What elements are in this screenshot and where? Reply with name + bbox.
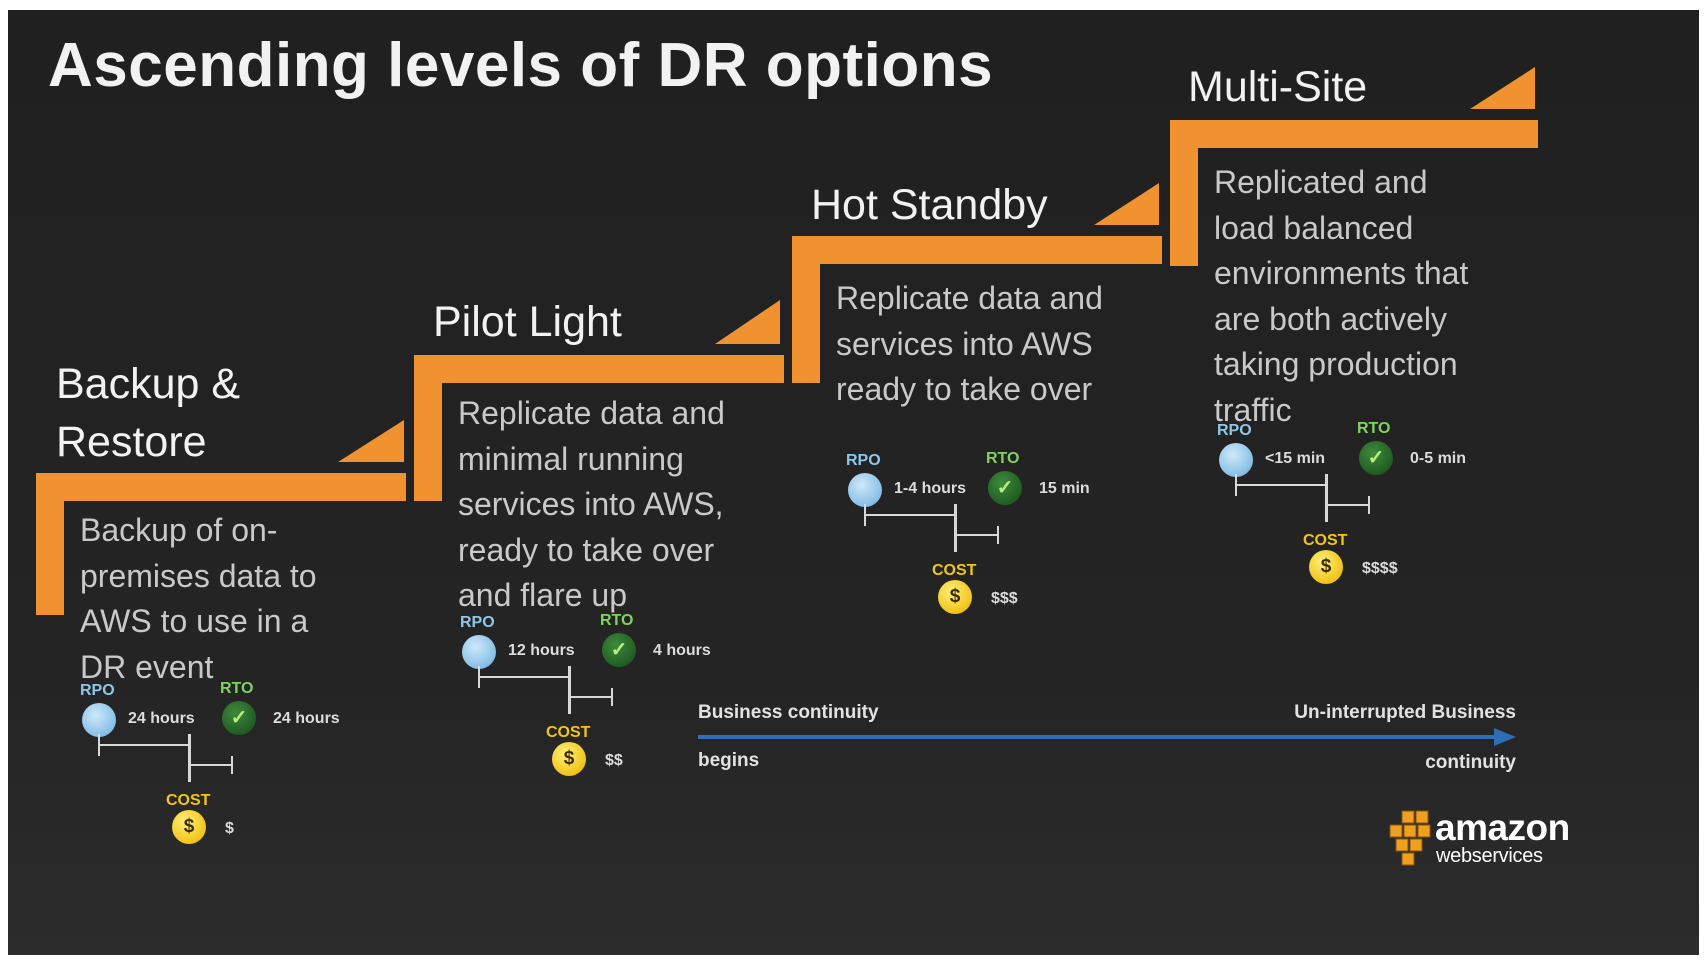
rto-label: RTO bbox=[220, 680, 254, 697]
rpo-label: RPO bbox=[460, 614, 495, 631]
description-line: and flare up bbox=[458, 577, 628, 613]
tier-title-line: Hot Standby bbox=[811, 181, 1048, 229]
rpo-rto-timeline bbox=[80, 734, 240, 794]
rpo-rto-timeline bbox=[846, 504, 1006, 564]
rpo-value: <15 min bbox=[1265, 450, 1326, 467]
rpo-rto-timeline bbox=[1217, 474, 1377, 534]
rpo-icon bbox=[1219, 443, 1253, 477]
tier-title-line: Backup & bbox=[56, 360, 241, 408]
rpo-icon bbox=[82, 703, 116, 737]
cost-coin-icon: $ bbox=[1309, 550, 1343, 584]
cost-value: $$$$ bbox=[1362, 560, 1398, 577]
description-line: ready to take over bbox=[458, 531, 715, 568]
rpo-icon bbox=[848, 473, 882, 507]
description-line: services into AWS bbox=[836, 325, 1093, 362]
cost-coin-icon: $ bbox=[172, 810, 206, 844]
tier-hot-standby-metrics: RPO 1-4 hours RTO ✓ 15 min COST $ $$$ bbox=[846, 450, 1166, 640]
rpo-label: RPO bbox=[80, 682, 115, 699]
description-line: AWS to use in a bbox=[80, 603, 309, 639]
tier-title-line: Pilot Light bbox=[433, 298, 622, 346]
tier-hot-standby-description: Replicate data and services into AWS rea… bbox=[836, 276, 1103, 413]
rpo-label: RPO bbox=[1217, 422, 1252, 439]
continuity-arrow bbox=[698, 728, 1516, 746]
cost-value: $ bbox=[225, 820, 234, 837]
continuity-end-label-line2: continuity bbox=[1425, 752, 1516, 773]
continuity-start-label-line2: begins bbox=[698, 750, 760, 771]
description-line: DR event bbox=[80, 648, 214, 685]
rto-value: 4 hours bbox=[653, 642, 711, 659]
rpo-rto-timeline bbox=[460, 666, 620, 726]
description-line: minimal running bbox=[458, 440, 684, 477]
tier-title-line: Restore bbox=[56, 418, 207, 466]
description-line: Backup of on- bbox=[80, 512, 278, 548]
tier-hot-standby-title: Hot Standby bbox=[811, 176, 1048, 234]
tier-pilot-light-description: Replicate data and minimal running servi… bbox=[458, 391, 725, 619]
continuity-end-label-line1: Un-interrupted Business bbox=[1294, 702, 1516, 723]
tier-pilot-light-title: Pilot Light bbox=[433, 293, 622, 351]
continuity-start-label-line1: Business continuity bbox=[698, 702, 879, 723]
tier-title-line: Multi-Site bbox=[1188, 63, 1368, 111]
description-line: premises data to bbox=[80, 557, 317, 594]
rpo-value: 24 hours bbox=[128, 710, 195, 727]
description-line: taking production bbox=[1214, 346, 1458, 382]
rpo-value: 12 hours bbox=[508, 642, 575, 659]
aws-logo: amazon webservices bbox=[1388, 805, 1678, 875]
rto-value: 15 min bbox=[1039, 480, 1090, 497]
rto-label: RTO bbox=[1357, 420, 1391, 437]
tier-backup-restore-metrics: RPO 24 hours RTO ✓ 24 hours COST $ $ bbox=[80, 680, 400, 870]
cost-label: COST bbox=[1303, 532, 1348, 549]
description-line: traffic bbox=[1214, 391, 1292, 428]
slide: Ascending levels of DR options Backup & … bbox=[8, 10, 1699, 955]
tier-pilot-light-metrics: RPO 12 hours RTO ✓ 4 hours COST $ $$ bbox=[460, 612, 780, 802]
tier-multi-site-title: Multi-Site bbox=[1188, 58, 1367, 116]
aws-logo-webservices: webservices bbox=[1436, 845, 1543, 867]
description-line: Replicated and bbox=[1214, 164, 1428, 200]
rto-check-icon: ✓ bbox=[1359, 441, 1393, 475]
aws-cubes-icon bbox=[1389, 810, 1431, 866]
rpo-icon bbox=[462, 635, 496, 669]
rto-value: 24 hours bbox=[273, 710, 340, 727]
rto-label: RTO bbox=[986, 450, 1020, 467]
cost-coin-icon: $ bbox=[552, 742, 586, 776]
rpo-value: 1-4 hours bbox=[894, 480, 967, 497]
cost-value: $$ bbox=[605, 752, 623, 769]
tier-backup-restore-title: Backup & Restore bbox=[56, 355, 240, 471]
tier-backup-restore-description: Backup of on- premises data to AWS to us… bbox=[80, 508, 317, 690]
rto-check-icon: ✓ bbox=[602, 633, 636, 667]
rto-check-icon: ✓ bbox=[222, 701, 256, 735]
description-line: Replicate data and bbox=[458, 395, 725, 431]
description-line: ready to take over bbox=[836, 371, 1093, 407]
description-line: services into AWS, bbox=[458, 486, 724, 522]
rpo-label: RPO bbox=[846, 452, 881, 469]
cost-label: COST bbox=[546, 724, 591, 741]
cost-coin-icon: $ bbox=[938, 580, 972, 614]
rto-label: RTO bbox=[600, 612, 634, 629]
staircase-graphic bbox=[36, 67, 1538, 615]
rto-check-icon: ✓ bbox=[988, 471, 1022, 505]
cost-label: COST bbox=[932, 562, 977, 579]
cost-label: COST bbox=[166, 792, 211, 809]
description-line: Replicate data and bbox=[836, 280, 1103, 316]
description-line: environments that bbox=[1214, 255, 1469, 291]
tier-multi-site-metrics: RPO <15 min RTO ✓ 0-5 min COST $ $$$$ bbox=[1217, 420, 1537, 610]
cost-value: $$$ bbox=[991, 590, 1018, 607]
business-continuity-scale: Business continuity begins Un-interrupte… bbox=[698, 700, 1528, 800]
aws-logo-amazon: amazon bbox=[1435, 807, 1570, 848]
description-line: are both actively bbox=[1214, 300, 1448, 337]
rto-value: 0-5 min bbox=[1410, 450, 1467, 467]
description-line: load balanced bbox=[1214, 209, 1414, 246]
tier-multi-site-description: Replicated and load balanced environment… bbox=[1214, 160, 1468, 433]
slide-title: Ascending levels of DR options bbox=[48, 31, 994, 100]
